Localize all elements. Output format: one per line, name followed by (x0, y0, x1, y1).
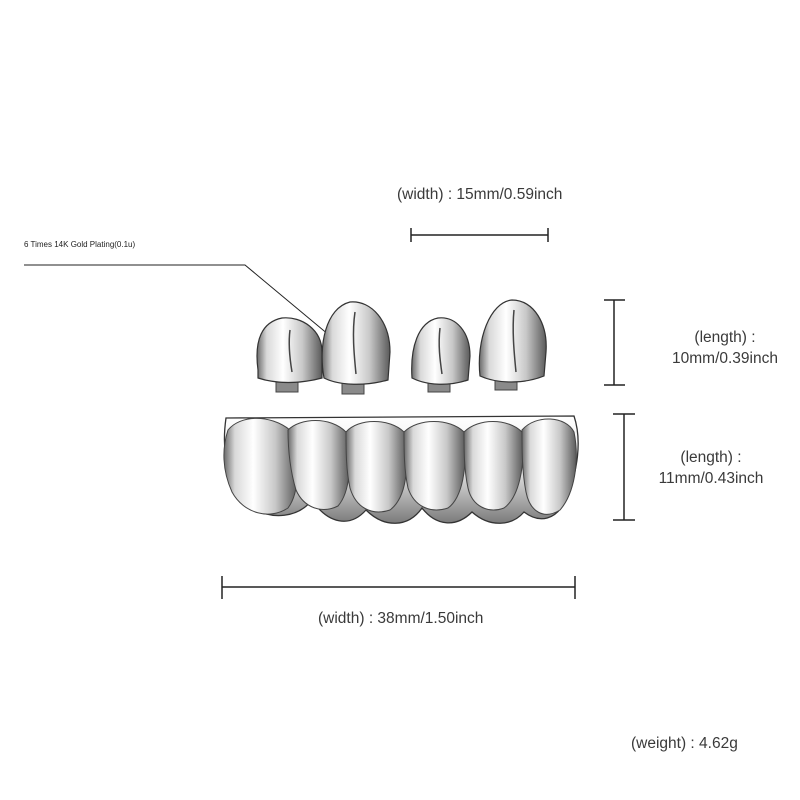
bottom-length-value: 11mm/0.43inch (658, 470, 764, 487)
top-length-value: 10mm/0.39inch (672, 350, 778, 367)
top-width-label: (width) : 15mm/0.59inch (397, 186, 563, 203)
bottom-width-dimension (221, 576, 576, 599)
top-length-title: (length) : (694, 329, 756, 346)
bottom-length-dimension (613, 413, 635, 521)
weight-label: (weight) : 4.62g (631, 735, 738, 752)
bottom-grill-teeth (223, 415, 579, 524)
top-width-dimension (410, 228, 549, 242)
top-grill-teeth (256, 299, 547, 395)
top-length-label: (length) : 10mm/0.39inch (660, 327, 790, 369)
callout-leader-line (24, 264, 336, 341)
bottom-length-title: (length) : (680, 449, 742, 466)
bottom-length-label: (length) : 11mm/0.43inch (636, 447, 786, 489)
plating-callout-label: 6 Times 14K Gold Plating(0.1u) (24, 240, 136, 249)
top-length-dimension (604, 299, 625, 386)
bottom-width-label: (width) : 38mm/1.50inch (318, 610, 484, 627)
